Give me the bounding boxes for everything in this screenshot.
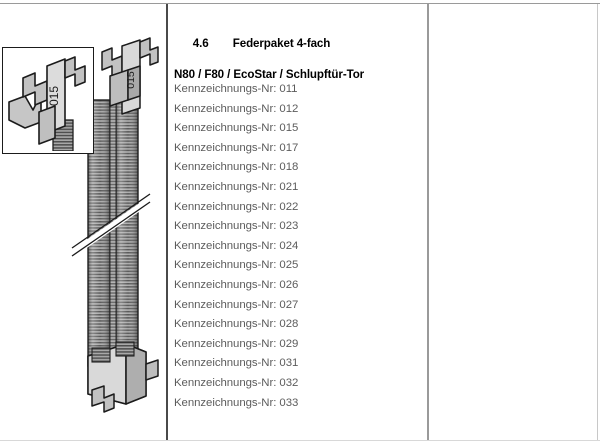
list-item: Kennzeichnungs-Nr: 011 [174,83,298,95]
list-item: Kennzeichnungs-Nr: 025 [174,259,299,272]
list-item: Kennzeichnungs-Nr: 032 [174,376,299,389]
bracket-detail-drawing: 015 [8,56,86,151]
detail-bracket-label: 015 [47,86,61,106]
spring-assembly-illustration: 015 [0,4,166,440]
column-divider-left [166,4,168,440]
page-right-border [597,4,598,440]
detail-callout-box: 015 [2,47,94,154]
list-item: Kennzeichnungs-Nr: 012 [174,102,299,115]
spring-column-right [115,99,139,367]
spring-column-rear [109,103,117,363]
list-item: Kennzeichnungs-Nr: 023 [174,220,299,233]
break-line-indicator [70,193,152,257]
section-heading-line1: 4.6 Federpaket 4-fach [174,20,424,67]
list-item: Kennzeichnungs-Nr: 031 [174,357,299,370]
section-subtitle: N80 / F80 / EcoStar / Schlupftür-Tor [174,67,365,81]
section-heading: 4.6 Federpaket 4-fach N80 / F80 / EcoStar… [174,20,424,82]
list-item: Kennzeichnungs-Nr: 029 [174,337,299,350]
list-item: Kennzeichnungs-Nr: 021 [174,180,299,193]
list-item: Kennzeichnungs-Nr: 026 [174,278,299,291]
list-item: Kennzeichnungs-Nr: 022 [174,200,299,213]
list-item: Kennzeichnungs-Nr: 028 [174,318,299,331]
section-number: 4.6 [192,36,209,50]
page-top-border [0,3,600,4]
list-item: Kennzeichnungs-Nr: 018 [174,161,299,174]
top-spring-bracket [101,37,159,115]
list-item: Kennzeichnungs-Nr: 017 [174,141,299,154]
list-item: Kennzeichnungs-Nr: 024 [174,239,299,252]
list-item: Kennzeichnungs-Nr: 033 [174,396,299,409]
list-item: Kennzeichnungs-Nr: 015 [174,122,299,135]
spring-ends-bottom [91,341,135,363]
detail-bracket [8,56,86,145]
spring-assembly-drawing: 015 [70,37,159,413]
page-bottom-border [0,440,600,441]
column-divider-right [427,4,429,440]
section-title: Federpaket 4-fach [232,36,331,50]
list-item: Kennzeichnungs-Nr: 027 [174,298,299,311]
main-bracket-label: 015 [125,71,137,89]
